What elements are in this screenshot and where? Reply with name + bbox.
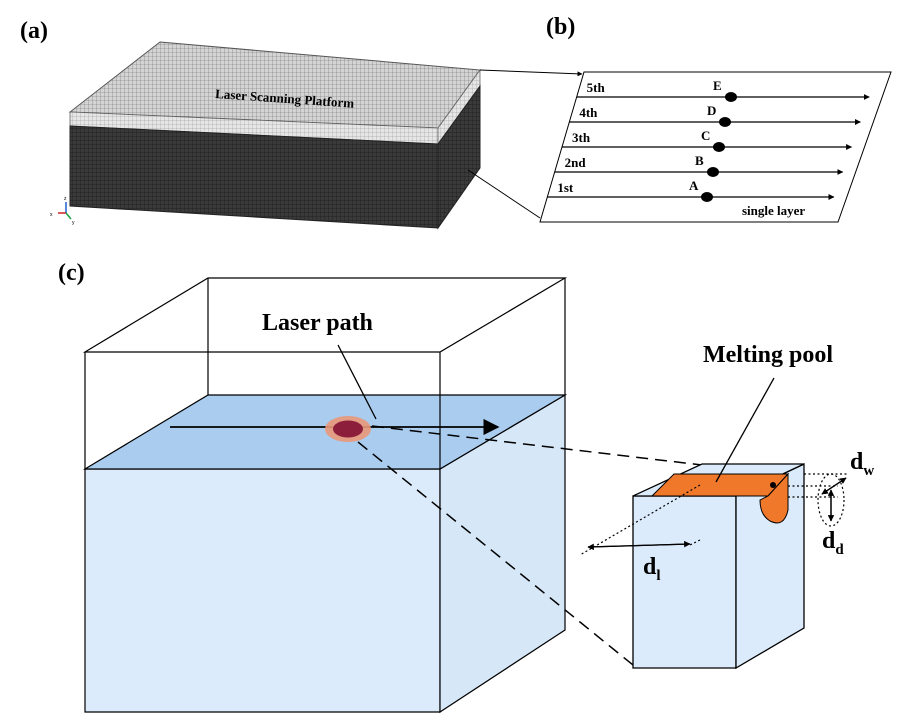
scan-point-label: B bbox=[695, 153, 704, 168]
melting-pool-label: Melting pool bbox=[703, 342, 833, 368]
panel-c: (c) Laser path bbox=[58, 260, 874, 714]
scan-track-name: 5th bbox=[587, 80, 606, 95]
dim-depth-label: dd bbox=[822, 528, 844, 558]
length-arrow-back bbox=[587, 543, 691, 551]
platform-side-face bbox=[437, 84, 481, 230]
axis-triad-icon: x y z bbox=[50, 196, 75, 226]
laser-path-label: Laser path bbox=[262, 310, 373, 336]
axis-x-label: x bbox=[50, 212, 53, 218]
panel-b-label: (b) bbox=[546, 14, 575, 40]
axis-z-label: z bbox=[64, 196, 67, 202]
dim-width-label: dw bbox=[850, 449, 874, 479]
scan-point-label: A bbox=[689, 178, 699, 193]
melting-pool-leader bbox=[715, 377, 775, 483]
panel-c-label: (c) bbox=[58, 260, 85, 286]
scan-point-marker bbox=[701, 192, 713, 202]
scan-track-name: 2nd bbox=[565, 155, 587, 170]
platform-front-face bbox=[69, 125, 439, 229]
scan-point-label: E bbox=[713, 78, 722, 93]
zoom-dashed-bottom bbox=[357, 441, 634, 666]
build-volume-frame bbox=[82, 277, 568, 469]
scan-point-marker bbox=[707, 167, 719, 177]
scan-point-marker bbox=[719, 117, 731, 127]
substrate-front-face bbox=[84, 468, 441, 713]
dim-length-label: dl bbox=[643, 554, 661, 584]
scan-track-name: 4th bbox=[579, 105, 598, 120]
melt-track bbox=[650, 473, 790, 497]
pool-center-dot bbox=[770, 482, 776, 488]
scan-point-label: D bbox=[707, 103, 716, 118]
single-layer-label: single layer bbox=[742, 203, 805, 218]
axis-y-label: y bbox=[72, 220, 75, 226]
zoom-dashed-top bbox=[371, 425, 703, 466]
melt-pool-detail bbox=[579, 462, 848, 670]
scan-track-name: 3th bbox=[572, 130, 591, 145]
scan-tracks: 5th E 4th D 3th C 2nd B 1st A bbox=[547, 78, 870, 202]
laser-path-leader bbox=[337, 344, 377, 420]
scan-point-marker bbox=[713, 142, 725, 152]
zoom-connector-top bbox=[479, 69, 583, 77]
melt-pool-section bbox=[759, 472, 789, 524]
panel-b: (b) 5th E 4th D 3th C 2nd B 1st A single layer bbox=[539, 14, 892, 223]
laser-spot bbox=[325, 416, 371, 442]
detail-front-face bbox=[632, 495, 737, 669]
width-arrow-back bbox=[821, 477, 847, 495]
scan-point-marker bbox=[725, 92, 737, 102]
scan-point-label: C bbox=[701, 128, 710, 143]
panel-a: (a) Laser Scanning Platform x y z bbox=[20, 18, 583, 230]
dimension-guides bbox=[579, 473, 848, 556]
scan-track-name: 1st bbox=[557, 180, 574, 195]
zoom-connector-bottom bbox=[467, 169, 541, 219]
panel-a-label: (a) bbox=[20, 18, 48, 44]
